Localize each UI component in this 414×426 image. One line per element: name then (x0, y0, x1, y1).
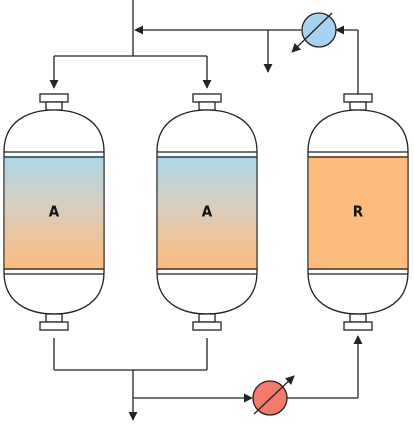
vessel-top-nozzle (343, 93, 373, 103)
piping (49, 0, 363, 421)
adsorbent-bed (157, 156, 257, 270)
vessel-top-neck (349, 101, 367, 111)
heater-diagonal-arrow (253, 375, 295, 415)
vessel-bottom-neck (45, 313, 63, 323)
vessel-label: A (202, 203, 213, 221)
vessel-adsorber-1: A (3, 93, 105, 331)
vessel-top-neck (198, 101, 216, 111)
cooler-heat-exchanger (291, 12, 337, 53)
vessel-regenerator: R (307, 93, 409, 331)
cooler-diagonal-arrow (291, 12, 333, 53)
vessel-bottom-neck (349, 313, 367, 323)
vessel-bottom-nozzle (192, 321, 222, 331)
vessel-top-neck (45, 101, 63, 111)
vessel-bottom-neck (198, 313, 216, 323)
vessel-adsorber-2: A (156, 93, 258, 331)
adsorbent-bed (4, 156, 104, 270)
heater-heat-exchanger (252, 375, 295, 416)
vessel-bottom-nozzle (343, 321, 373, 331)
adsorbent-bed (308, 156, 408, 270)
vessel-top-nozzle (39, 93, 69, 103)
vessel-label: R (353, 203, 364, 221)
vessel-label: A (49, 203, 60, 221)
vessel-top-nozzle (192, 93, 222, 103)
heat-exchanger-cooler-icon (301, 12, 337, 48)
vessel-bottom-nozzle (39, 321, 69, 331)
